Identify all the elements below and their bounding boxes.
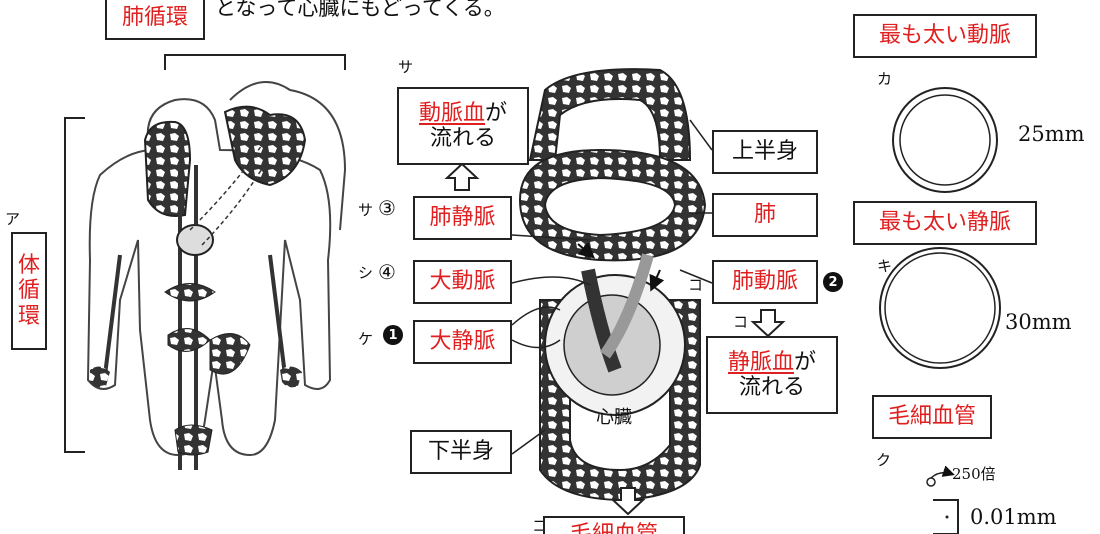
upper-body-box: 上半身	[712, 130, 818, 174]
marker-ko-right: コ	[688, 276, 704, 294]
vein-size: 30mm	[1005, 310, 1072, 334]
vena-cava-box: 大静脈	[413, 320, 512, 364]
connectors	[511, 119, 713, 455]
lung-loop	[518, 148, 707, 262]
capillary-dot	[926, 477, 936, 487]
systemic-circuit-box: 体 循 環	[11, 232, 47, 350]
systemic-char-3: 環	[17, 303, 40, 329]
num-4: ④	[378, 260, 396, 284]
artery-size: 25mm	[1018, 122, 1085, 146]
pulmonary-bracket	[164, 54, 346, 70]
marker-ka: カ	[877, 70, 893, 88]
pulmonary-artery-box: 肺動脈	[712, 260, 818, 304]
organ-1	[164, 283, 216, 302]
lung-left	[143, 120, 192, 217]
organ-3	[209, 333, 251, 375]
arterial-flow-box: 動脈血が 流れる	[397, 87, 529, 165]
marker-shi: シ	[358, 264, 374, 282]
aorta-box: 大動脈	[413, 260, 512, 304]
num-3: ③	[378, 196, 396, 220]
lung-box: 肺	[712, 193, 818, 237]
arrow-up	[444, 162, 480, 191]
lower-body-box: 下半身	[410, 430, 512, 474]
num-2-badge: 2	[823, 272, 843, 292]
marker-sa-top: サ	[398, 58, 414, 76]
arrow-down-right	[750, 309, 786, 338]
lung-right	[223, 105, 307, 187]
arterial-blood: 動脈血	[418, 100, 485, 126]
marker-sa: サ	[358, 201, 374, 219]
systemic-bracket	[64, 117, 85, 453]
capillary-box-label: 毛細血管	[872, 395, 992, 439]
venous-flow-box: 静脈血が 流れる	[706, 336, 838, 414]
arterial-flow-line2: 流れる	[429, 126, 496, 151]
arrow-down-bottom	[610, 487, 646, 516]
heart-label: 心臓	[596, 407, 632, 428]
vein-inner	[884, 252, 996, 364]
body-heart	[176, 224, 214, 256]
marker-ke: ケ	[358, 330, 374, 348]
marker-ku: ク	[876, 451, 892, 469]
organ-2	[167, 328, 211, 352]
venous-ga: が	[794, 349, 817, 375]
venous-flow-line2: 流れる	[738, 375, 805, 400]
capillary-size: 0.01mm	[970, 505, 1057, 529]
systemic-char-1: 体	[17, 253, 40, 279]
arterial-ga: が	[485, 100, 508, 126]
capillary-bottom-box: 毛細血管	[543, 516, 685, 534]
upper-loop	[528, 68, 692, 161]
marker-ki: キ	[877, 257, 893, 275]
pulmonary-circuit-box: 肺循環	[105, 0, 205, 40]
artery-inner	[899, 94, 991, 186]
marker-a: ア	[5, 210, 21, 228]
feet	[174, 424, 213, 456]
body-figure	[86, 81, 347, 457]
thickest-artery-box: 最も太い動脈	[853, 14, 1037, 58]
magnification: 250倍	[952, 465, 996, 483]
top-suffix: となって心臓にもどってくる。	[215, 0, 505, 20]
num-1-badge: 1	[383, 325, 403, 345]
pulmonary-vein-box: 肺静脈	[413, 196, 512, 240]
thickest-vein-box: 最も太い静脈	[853, 201, 1037, 245]
marker-ko-below: コ	[733, 313, 749, 331]
capillary-box	[933, 499, 959, 534]
venous-blood: 静脈血	[727, 349, 794, 375]
systemic-char-2: 循	[17, 278, 40, 304]
body-vessels	[103, 165, 287, 470]
